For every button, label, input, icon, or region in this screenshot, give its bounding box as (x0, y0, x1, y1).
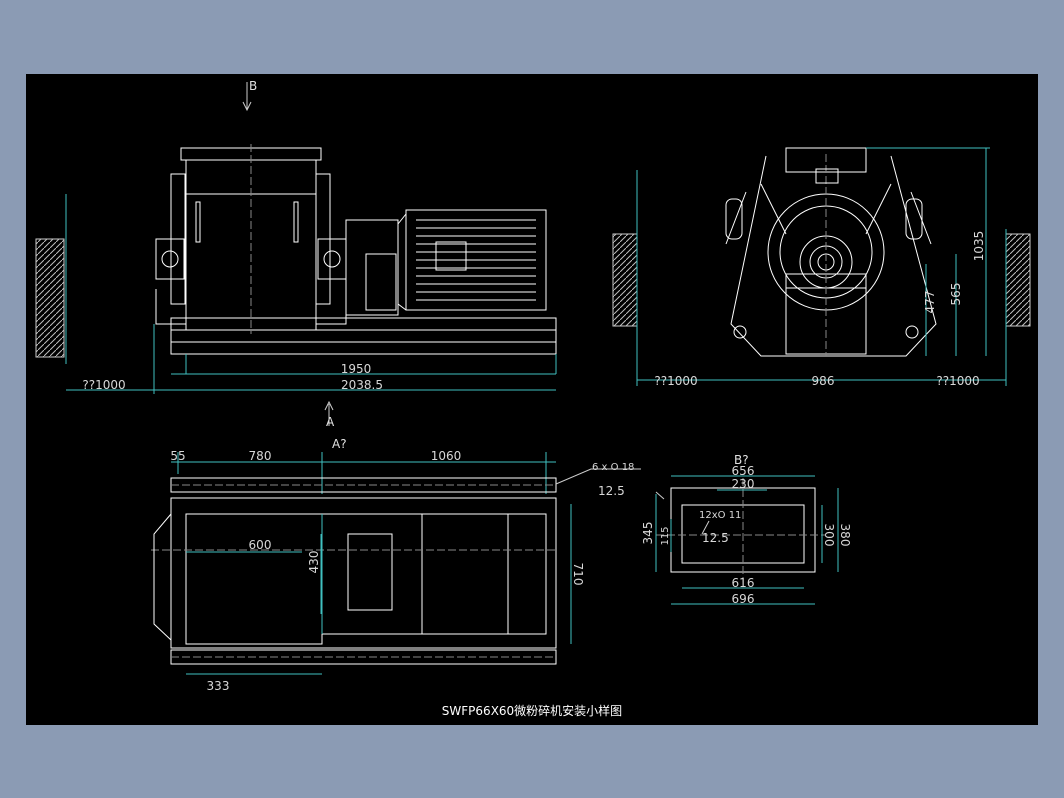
cad-drawing-canvas[interactable]: B A 1950 2038.5 ??1000 ??1000 986 ?? (26, 74, 1038, 725)
drawing-title: SWFP66X60微粉碎机安装小样图 (442, 703, 622, 718)
side-dim-width: 986 (812, 374, 835, 388)
side-dim-height-total: 1035 (972, 231, 986, 262)
section-a-label: A (326, 415, 335, 429)
flange-dim-230: 230 (732, 477, 755, 491)
flange-dim-115: 115 (660, 526, 671, 545)
wall-hatch-right-a (612, 233, 638, 327)
plan-dim-710: 710 (571, 563, 585, 586)
flange-hole-note: 12xO 11 (699, 510, 741, 521)
view-b-label: B? (734, 453, 749, 467)
front-dim-clearance: ??1000 (82, 378, 125, 392)
plan-dim-780: 780 (249, 449, 272, 463)
plan-dim-333: 333 (207, 679, 230, 693)
plan-dim-430: 430 (307, 551, 321, 574)
flange-roughness: 12.5 (702, 531, 729, 545)
side-dim-height-565: 565 (949, 283, 963, 306)
flange-dim-345: 345 (641, 522, 655, 545)
plan-dim-1060: 1060 (431, 449, 462, 463)
plan-dim-600: 600 (249, 538, 272, 552)
flange-dim-656: 656 (732, 464, 755, 478)
wall-hatch-right-b (1005, 233, 1031, 327)
drawing-svg: B A 1950 2038.5 ??1000 ??1000 986 ?? (35, 79, 1031, 718)
side-view (612, 147, 1031, 386)
view-a-label: A? (332, 437, 347, 451)
section-b-label: B (249, 79, 257, 93)
front-dim-1950: 1950 (341, 362, 372, 376)
flange-view (655, 475, 839, 605)
wall-hatch-left (35, 238, 65, 358)
side-dim-clearance-left: ??1000 (654, 374, 697, 388)
plan-hole-note: 6 x O 18 (592, 462, 634, 473)
flange-dim-696: 696 (732, 592, 755, 606)
side-dim-height-477: 477 (923, 291, 937, 314)
side-dim-clearance-right: ??1000 (936, 374, 979, 388)
front-view (35, 82, 557, 426)
plan-dim-55: 55 (170, 449, 185, 463)
plan-view (151, 452, 641, 675)
plan-roughness: 12.5 (598, 484, 625, 498)
flange-dim-300: 300 (822, 524, 836, 547)
front-dim-2038: 2038.5 (341, 378, 383, 392)
flange-dim-380: 380 (838, 524, 852, 547)
flange-dim-616: 616 (732, 576, 755, 590)
